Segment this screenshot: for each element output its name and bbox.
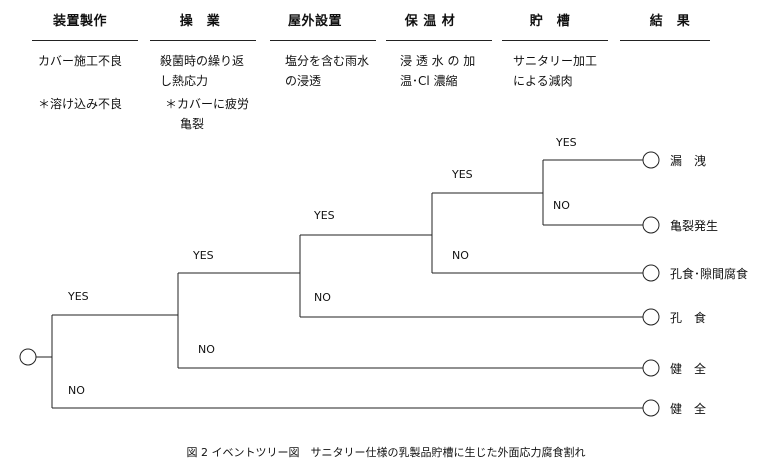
header-貯槽: 貯 槽 bbox=[529, 14, 571, 29]
label-yes-4: YES bbox=[451, 168, 473, 181]
label-no-2: NO bbox=[198, 343, 215, 356]
label-yes-3: YES bbox=[313, 209, 335, 222]
label-yes-2: YES bbox=[192, 249, 214, 262]
cause-fabrication-1: カバー施工不良 bbox=[38, 54, 123, 68]
outcome-node-5 bbox=[642, 359, 660, 377]
cause-operation-1: 殺菌時の繰り返 bbox=[160, 54, 245, 68]
figure-caption: 図 2 イベントツリー図 サニタリー仕様の乳製品貯槽に生じた外面応力腐食割れ bbox=[186, 446, 586, 459]
header-保温材: 保 温 材 bbox=[404, 14, 456, 29]
header-結果: 結 果 bbox=[649, 14, 691, 29]
label-yes-5: YES bbox=[555, 136, 577, 149]
cause-insulation-2: 温･Cl 濃縮 bbox=[400, 74, 458, 88]
label-no-4: NO bbox=[452, 249, 469, 262]
outcome-label-4: 孔 食 bbox=[670, 310, 706, 325]
label-no-1: NO bbox=[68, 384, 85, 397]
header-rule-6 bbox=[620, 40, 710, 41]
outcome-node-1 bbox=[642, 151, 660, 169]
tree-lines bbox=[19, 151, 660, 417]
header-rule-5 bbox=[502, 40, 608, 41]
outcome-node-3 bbox=[642, 264, 660, 282]
cause-operation-2: し熱応力 bbox=[160, 74, 209, 88]
outcome-node-4 bbox=[642, 308, 660, 326]
cause-fabrication-2: ＊溶け込み不良 bbox=[38, 97, 123, 111]
outcome-label-3: 孔食･隙間腐食 bbox=[670, 266, 748, 281]
outcome-label-6: 健 全 bbox=[670, 401, 706, 416]
header-操業: 操 業 bbox=[179, 14, 221, 29]
header-rule-3 bbox=[270, 40, 376, 41]
header-rule-4 bbox=[386, 40, 492, 41]
header-rule-1 bbox=[32, 40, 138, 41]
cause-operation-4: 亀裂 bbox=[180, 117, 205, 131]
cause-tank-1: サニタリー加工 bbox=[513, 54, 598, 68]
start-node bbox=[19, 348, 37, 366]
header-装置製作: 装置製作 bbox=[52, 14, 107, 29]
cause-operation-3: ＊カバーに疲労 bbox=[165, 97, 250, 111]
cause-tank-2: による減肉 bbox=[513, 74, 573, 88]
outcome-label-1: 漏 洩 bbox=[670, 154, 706, 168]
outcome-node-2 bbox=[642, 216, 660, 234]
header-rule-2 bbox=[150, 40, 256, 41]
label-no-3: NO bbox=[314, 291, 331, 304]
outcome-node-6 bbox=[642, 399, 660, 417]
label-no-5: NO bbox=[553, 199, 570, 212]
cause-outdoor-1: 塩分を含む雨水 bbox=[285, 54, 370, 68]
outcome-label-2: 亀裂発生 bbox=[670, 219, 718, 233]
label-yes-1: YES bbox=[67, 290, 89, 303]
header-屋外設置: 屋外設置 bbox=[287, 14, 342, 29]
cause-insulation-1: 浸 透 水 の 加 bbox=[400, 54, 476, 68]
cause-outdoor-2: の浸透 bbox=[285, 74, 322, 88]
outcome-label-5: 健 全 bbox=[670, 361, 706, 376]
event-tree: YES NO YES NO YES NO YES NO YES NO 漏 洩 亀… bbox=[19, 136, 748, 417]
